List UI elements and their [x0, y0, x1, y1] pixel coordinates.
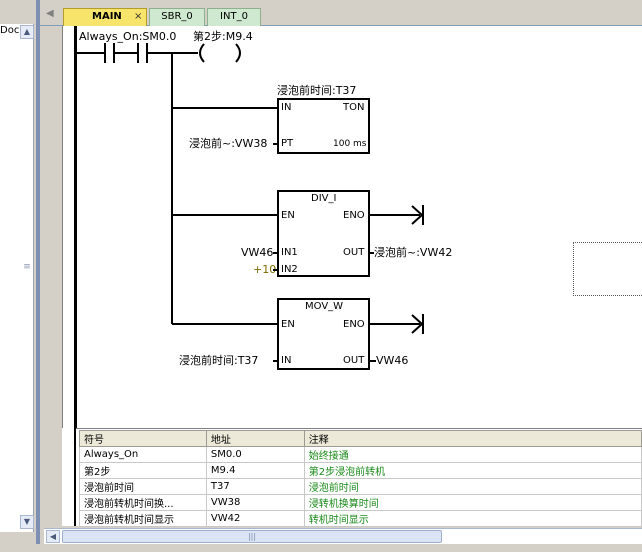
left-panel-content — [0, 24, 34, 532]
col-header-address[interactable]: 地址 — [205, 430, 305, 447]
ton-timebase: 100 ms — [333, 139, 367, 149]
tab-int-0[interactable]: INT_0 — [207, 8, 261, 26]
div-in1-source: VW46 — [241, 246, 274, 259]
symbol-cell[interactable]: Always_On — [79, 446, 207, 463]
ton-pt-label: PT — [281, 138, 294, 149]
comment-cell[interactable]: 浸泡前时间 — [303, 478, 642, 495]
col-header-comment[interactable]: 注释 — [303, 430, 642, 447]
left-scroll-grip-icon[interactable]: ≡ — [23, 262, 31, 272]
horizontal-scroll-thumb[interactable]: ||| — [62, 530, 442, 543]
mov-out-label: OUT — [343, 355, 365, 366]
comment-cell[interactable]: 转机时间显示 — [303, 510, 642, 527]
left-scroll-down-arrow-icon[interactable]: ▼ — [20, 515, 34, 529]
ton-title: 浸泡前时间:T37 — [277, 84, 357, 97]
table-row[interactable]: 第2步 M9.4 第2步浸泡前转机 — [79, 462, 642, 479]
tab-int-0-label: INT_0 — [220, 11, 248, 22]
left-scroll-up-arrow-icon[interactable]: ▲ — [20, 25, 34, 39]
mov-en-label: EN — [281, 319, 295, 330]
div-out-pin — [369, 252, 374, 254]
coil-right-arc — [235, 43, 241, 63]
address-cell[interactable]: M9.4 — [205, 462, 305, 479]
div-in1-pin — [273, 252, 279, 254]
mov-in-pin — [273, 360, 279, 362]
div-en-label: EN — [281, 210, 295, 221]
symbol-table-header-row: 符号 地址 注释 — [79, 430, 642, 447]
left-panel-label: Doc — [0, 25, 20, 36]
table-row[interactable]: Always_On SM0.0 始终接通 — [79, 446, 642, 463]
symbol-cell[interactable]: 第2步 — [79, 462, 207, 479]
mov-in-source: 浸泡前时间:T37 — [179, 354, 259, 367]
symbol-cell[interactable]: 浸泡前转机时间显示 — [79, 510, 207, 527]
ton-in-label: IN — [281, 102, 292, 113]
address-cell[interactable]: VW38 — [205, 494, 305, 511]
mov-out-pin — [369, 360, 376, 362]
tab-main[interactable]: MAIN × — [63, 8, 147, 26]
div-in2-constant: +10 — [253, 263, 277, 276]
table-row[interactable]: 浸泡前转机时间显示 VW42 转机时间显示 — [79, 510, 642, 527]
symbol-cell[interactable]: 浸泡前时间 — [79, 478, 207, 495]
div-box — [277, 190, 370, 277]
symbol-table-gutter — [62, 428, 76, 526]
left-power-rail — [74, 26, 77, 428]
tab-scroll-left-icon[interactable]: ◀ — [46, 8, 54, 19]
div-out-target: 浸泡前~:VW42 — [374, 246, 453, 259]
div-in2-label: IN2 — [281, 264, 298, 275]
div-in1-label: IN1 — [281, 247, 298, 258]
tab-sbr-0[interactable]: SBR_0 — [149, 8, 205, 26]
coil-label: 第2步:M9.4 — [193, 30, 253, 43]
div-out-label: OUT — [343, 247, 365, 258]
ladder-network-diagram — [76, 43, 424, 370]
comment-cell[interactable]: 始终接通 — [303, 446, 642, 463]
close-tab-icon[interactable]: × — [134, 11, 143, 22]
mov-box — [277, 298, 370, 370]
ton-pt-source: 浸泡前~:VW38 — [189, 137, 268, 150]
empty-network-placeholder[interactable] — [573, 242, 642, 296]
contact1-label: Always_On:SM0.0 — [79, 30, 177, 43]
mov-title: MOV_W — [305, 301, 344, 312]
bottom-border — [0, 544, 642, 552]
div-eno-label: ENO — [343, 210, 365, 221]
address-cell[interactable]: VW42 — [205, 510, 305, 527]
table-row[interactable]: 浸泡前转机时间换... VW38 浸转机换算时间 — [79, 494, 642, 511]
mov-eno-label: ENO — [343, 319, 365, 330]
ton-pt-pin — [273, 143, 279, 145]
table-row[interactable]: 浸泡前时间 T37 浸泡前时间 — [79, 478, 642, 495]
address-cell[interactable]: SM0.0 — [205, 446, 305, 463]
div-title: DIV_I — [311, 193, 337, 204]
mov-out-target: VW46 — [376, 354, 409, 367]
left-power-rail-lower — [74, 428, 77, 526]
left-dock-panel: Doc ▲ ≡ ▼ — [0, 0, 37, 552]
coil-left-arc — [199, 43, 205, 63]
tab-sbr-0-label: SBR_0 — [161, 11, 193, 22]
panel-splitter[interactable] — [36, 0, 40, 552]
symbol-table: 符号 地址 注释 Always_On SM0.0 始终接通 第2步 M9.4 第… — [79, 430, 642, 527]
symbol-cell[interactable]: 浸泡前转机时间换... — [79, 494, 207, 511]
col-header-symbol[interactable]: 符号 — [79, 430, 207, 447]
mov-in-label: IN — [281, 355, 292, 366]
scroll-left-arrow-icon[interactable]: ◀ — [46, 530, 60, 543]
tab-main-label: MAIN — [92, 11, 122, 22]
ton-box — [277, 98, 370, 154]
address-cell[interactable]: T37 — [205, 478, 305, 495]
comment-cell[interactable]: 第2步浸泡前转机 — [303, 462, 642, 479]
div-in2-pin — [273, 269, 279, 271]
comment-cell[interactable]: 浸转机换算时间 — [303, 494, 642, 511]
ton-type-label: TON — [343, 102, 365, 113]
